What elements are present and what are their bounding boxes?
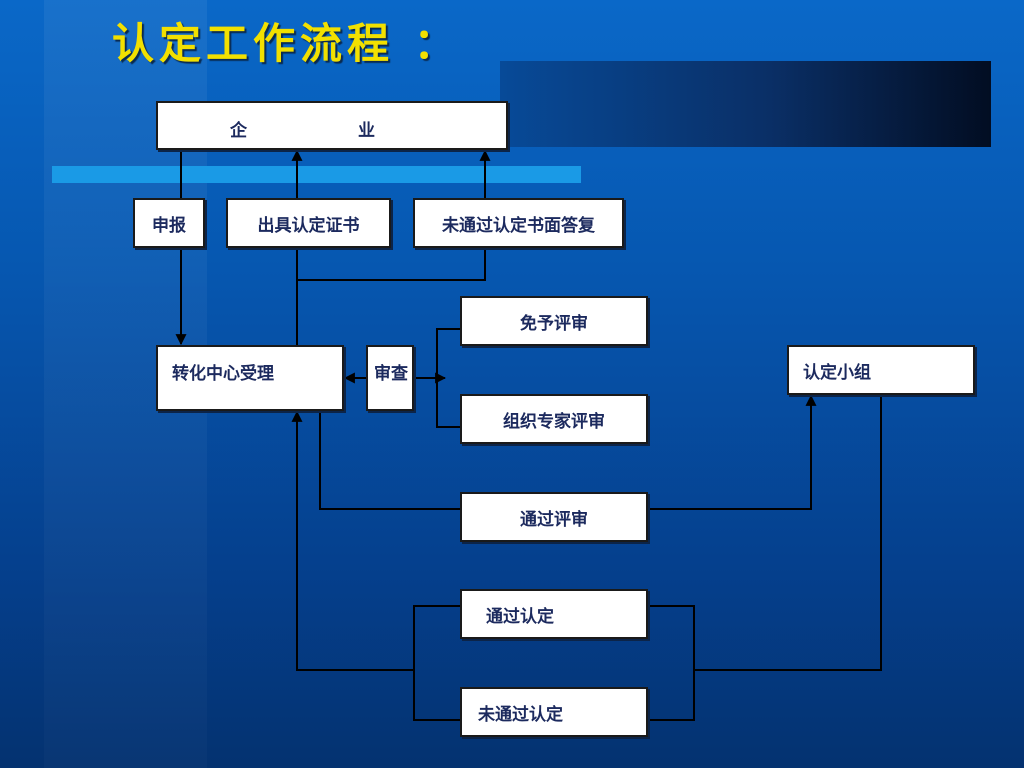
apply-box: 申报 [133,198,205,248]
enterprise-label-a: 企 [230,121,249,141]
issue-certificate-box: 出具认定证书 [226,198,391,248]
line-bracket-certificate-reply [297,247,486,281]
passed-certification-box: 通过认定 [460,589,648,639]
arrow-results-to-center [291,410,414,671]
transfer-center-label: 转化中心受理 [172,364,274,384]
certification-group-label: 认定小组 [803,362,871,383]
examine-label: 审查 [374,364,408,384]
issue-certificate-label: 出具认定证书 [257,215,360,236]
certification-group-box: 认定小组 [787,345,975,395]
enterprise-label-b: 业 [358,121,377,141]
passed-review-box: 通过评审 [460,492,648,542]
written-reply-box: 未通过认定书面答复 [413,198,624,248]
enterprise-box: 企 业 [156,101,508,150]
line-group-to-results [694,395,882,671]
line-center-to-passed-review [319,410,461,510]
passed-certification-label: 通过认定 [486,606,554,627]
expert-review-label: 组织专家评审 [503,411,605,432]
passed-review-label: 通过评审 [520,509,588,530]
arrow-passed-review-to-group [647,394,817,510]
line-bracket-results [413,605,461,721]
expert-review-box: 组织专家评审 [460,394,648,444]
exempt-review-box: 免予评审 [460,296,648,346]
transfer-center-box: 转化中心受理 [156,345,344,411]
page-title: 认定工作流程 ： [112,19,461,68]
apply-label: 申报 [152,215,186,236]
failed-certification-label: 未通过认定 [478,704,563,725]
exempt-review-label: 免予评审 [520,313,588,334]
background-band-dark [500,61,991,147]
line-bracket-results-right [647,605,695,721]
line-bracket-review-options [436,328,461,428]
background-band-light [52,166,581,183]
failed-certification-box: 未通过认定 [460,687,648,737]
written-reply-label: 未通过认定书面答复 [442,215,595,236]
examine-box: 审查 [366,345,414,411]
